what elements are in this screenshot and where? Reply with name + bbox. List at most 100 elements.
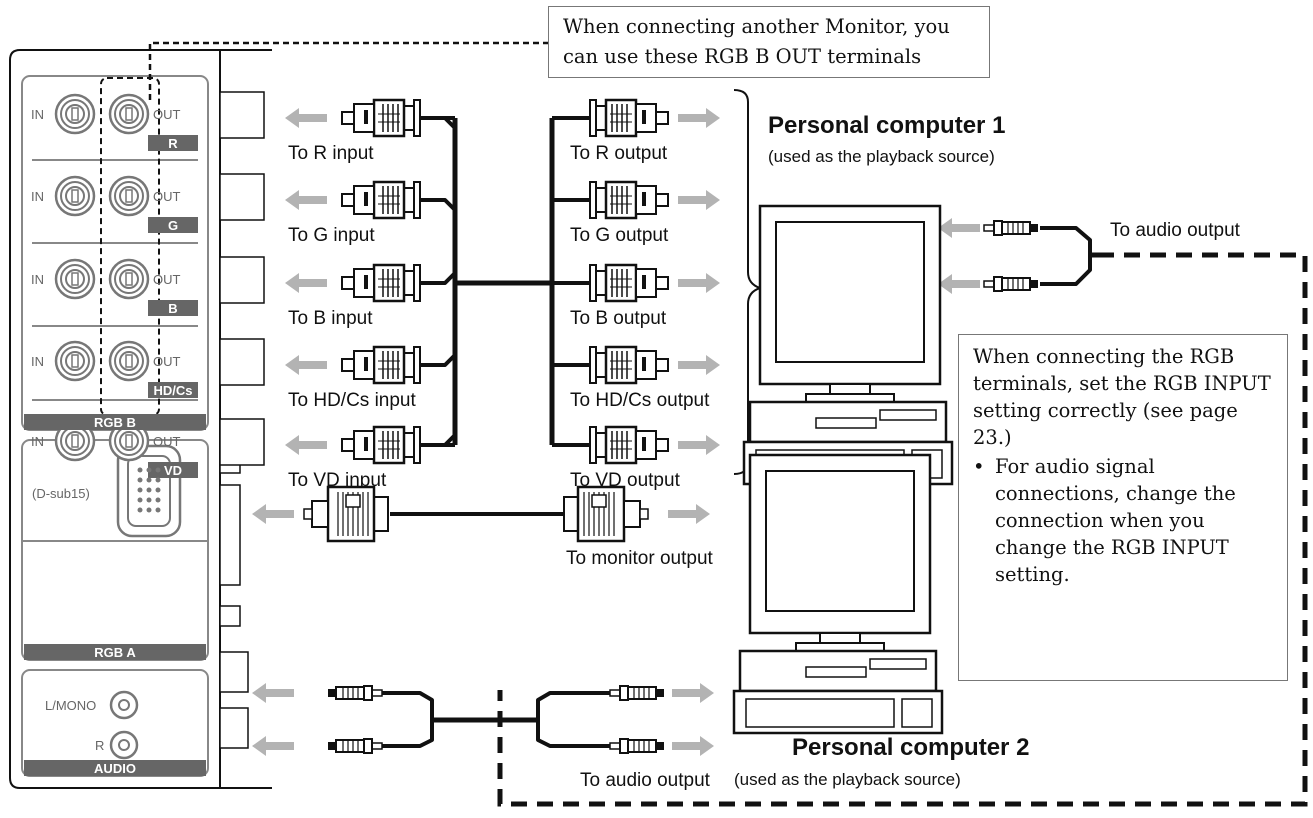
dsub-plug-monitor [302,485,390,543]
pc1-title: Personal computer 1 [768,112,1006,139]
audio-label: AUDIO [94,761,136,776]
bnc-plug-output-0 [588,98,670,138]
audio-bar [24,760,206,776]
note-rgb-b-out: When connecting another Monitor, you can… [548,6,990,78]
rgb-a-label: RGB A [94,645,136,660]
in-label-0: IN [31,107,44,122]
input-label-3: To HD/Cs input [288,390,416,411]
bnc-socket-1 [219,173,265,221]
arrow-to-input-0 [285,108,327,128]
dashed-audio-switch [497,252,1308,807]
bullet-mark: • [973,455,985,478]
rca-plug-monitor-l [327,685,383,701]
arrow-to-pc1-audio-l [938,218,980,238]
cable-input-3 [420,353,457,367]
out-label-2: OUT [153,272,181,287]
dsub-pin [146,507,152,513]
arrow-to-input-2 [285,273,327,293]
rgb-badge-bg-1 [148,217,198,233]
rca-plug-pc2-r [609,738,665,754]
bnc-in-jack-0 [54,93,96,135]
bnc-socket-3 [219,338,265,386]
dsub-pin [137,507,143,513]
dsub-pin [137,477,143,483]
pc2-subtitle: (used as the playback source) [734,770,961,789]
bnc-plug-input-1 [340,180,422,220]
bnc-plug-input-4 [340,425,422,465]
pc2-title: Personal computer 2 [792,734,1030,761]
rgb-badge-1: G [168,218,178,233]
arrow-from-output-3 [678,355,720,375]
rgb-badge-bg-3 [148,382,198,398]
pc1-subtitle: (used as the playback source) [768,147,995,166]
pc1-audio-fork [1040,226,1092,286]
note-bullet-text: For audio signal connections, change the… [995,455,1236,586]
dsub-pin [137,497,143,503]
pc1-illustration [742,204,954,486]
input-label-1: To G input [288,225,375,246]
dsub-pin [146,467,152,473]
out-label-3: OUT [153,354,181,369]
bnc-socket-2 [219,256,265,304]
in-label-3: IN [31,354,44,369]
bnc-plug-input-2 [340,263,422,303]
rgb-badge-3: HD/Cs [153,383,192,398]
rgb-b-label: RGB B [94,415,136,430]
cable-input-2 [420,271,457,285]
bnc-out-jack-0 [108,93,150,135]
dsub-pin [146,497,152,503]
pc1-audio-output-label: To audio output [1110,220,1241,241]
bnc-plug-output-4 [588,425,670,465]
output-label-1: To G output [570,225,669,246]
bnc-plug-input-0 [340,98,422,138]
bnc-in-jack-2 [54,258,96,300]
rca-plug-pc2-l [609,685,665,701]
cable-input-1 [420,198,457,212]
in-label-2: IN [31,272,44,287]
bnc-out-jack-1 [108,175,150,217]
arrow-to-audio-l [252,683,294,703]
out-label-4: OUT [153,434,181,449]
rgb-badge-4: VD [164,463,182,478]
rgb-badge-0: R [168,136,178,151]
dsub-pin [155,467,161,473]
bnc-plug-output-1 [588,180,670,220]
dsub-pin [155,497,161,503]
bnc-out-jack-3 [108,340,150,382]
bnc-plug-output-3 [588,345,670,385]
arrow-from-output-1 [678,190,720,210]
dashed-guide-top [148,41,548,100]
note-main-text: When connecting the RGB terminals, set t… [973,345,1271,449]
arrow-to-pc1-audio-r [938,274,980,294]
audio-r-label: R [95,738,104,753]
dsub-pin [137,487,143,493]
dsub-pin [137,467,143,473]
arrow-to-input-3 [285,355,327,375]
monitor-output-label: To monitor output [566,548,714,569]
note-bullet: • For audio signal connections, change t… [973,453,1273,588]
pc2-illustration [732,453,944,735]
out-label-0: OUT [153,107,181,122]
rgb-badge-2: B [168,301,177,316]
rgb-badge-bg-4 [148,462,198,478]
arrow-to-audio-r [252,736,294,756]
in-label-1: IN [31,189,44,204]
audio-l-label: L/MONO [45,698,96,713]
bnc-in-jack-1 [54,175,96,217]
arrow-from-monitor-output [668,504,710,524]
dsub-pin [146,487,152,493]
bnc-socket-4 [219,418,265,466]
dsub-pin [155,477,161,483]
dsub-pin [146,477,152,483]
bnc-plug-input-3 [340,345,422,385]
rgb-badge-bg-2 [148,300,198,316]
dsub-pin [155,507,161,513]
arrow-from-output-2 [678,273,720,293]
arrow-to-rgb-a [252,504,294,524]
arrow-from-output-0 [678,108,720,128]
audio-cable-pc2-fork [536,691,610,748]
in-label-4: IN [31,434,44,449]
dsub-label: (D-sub15) [32,486,90,501]
output-label-2: To B output [570,308,667,329]
